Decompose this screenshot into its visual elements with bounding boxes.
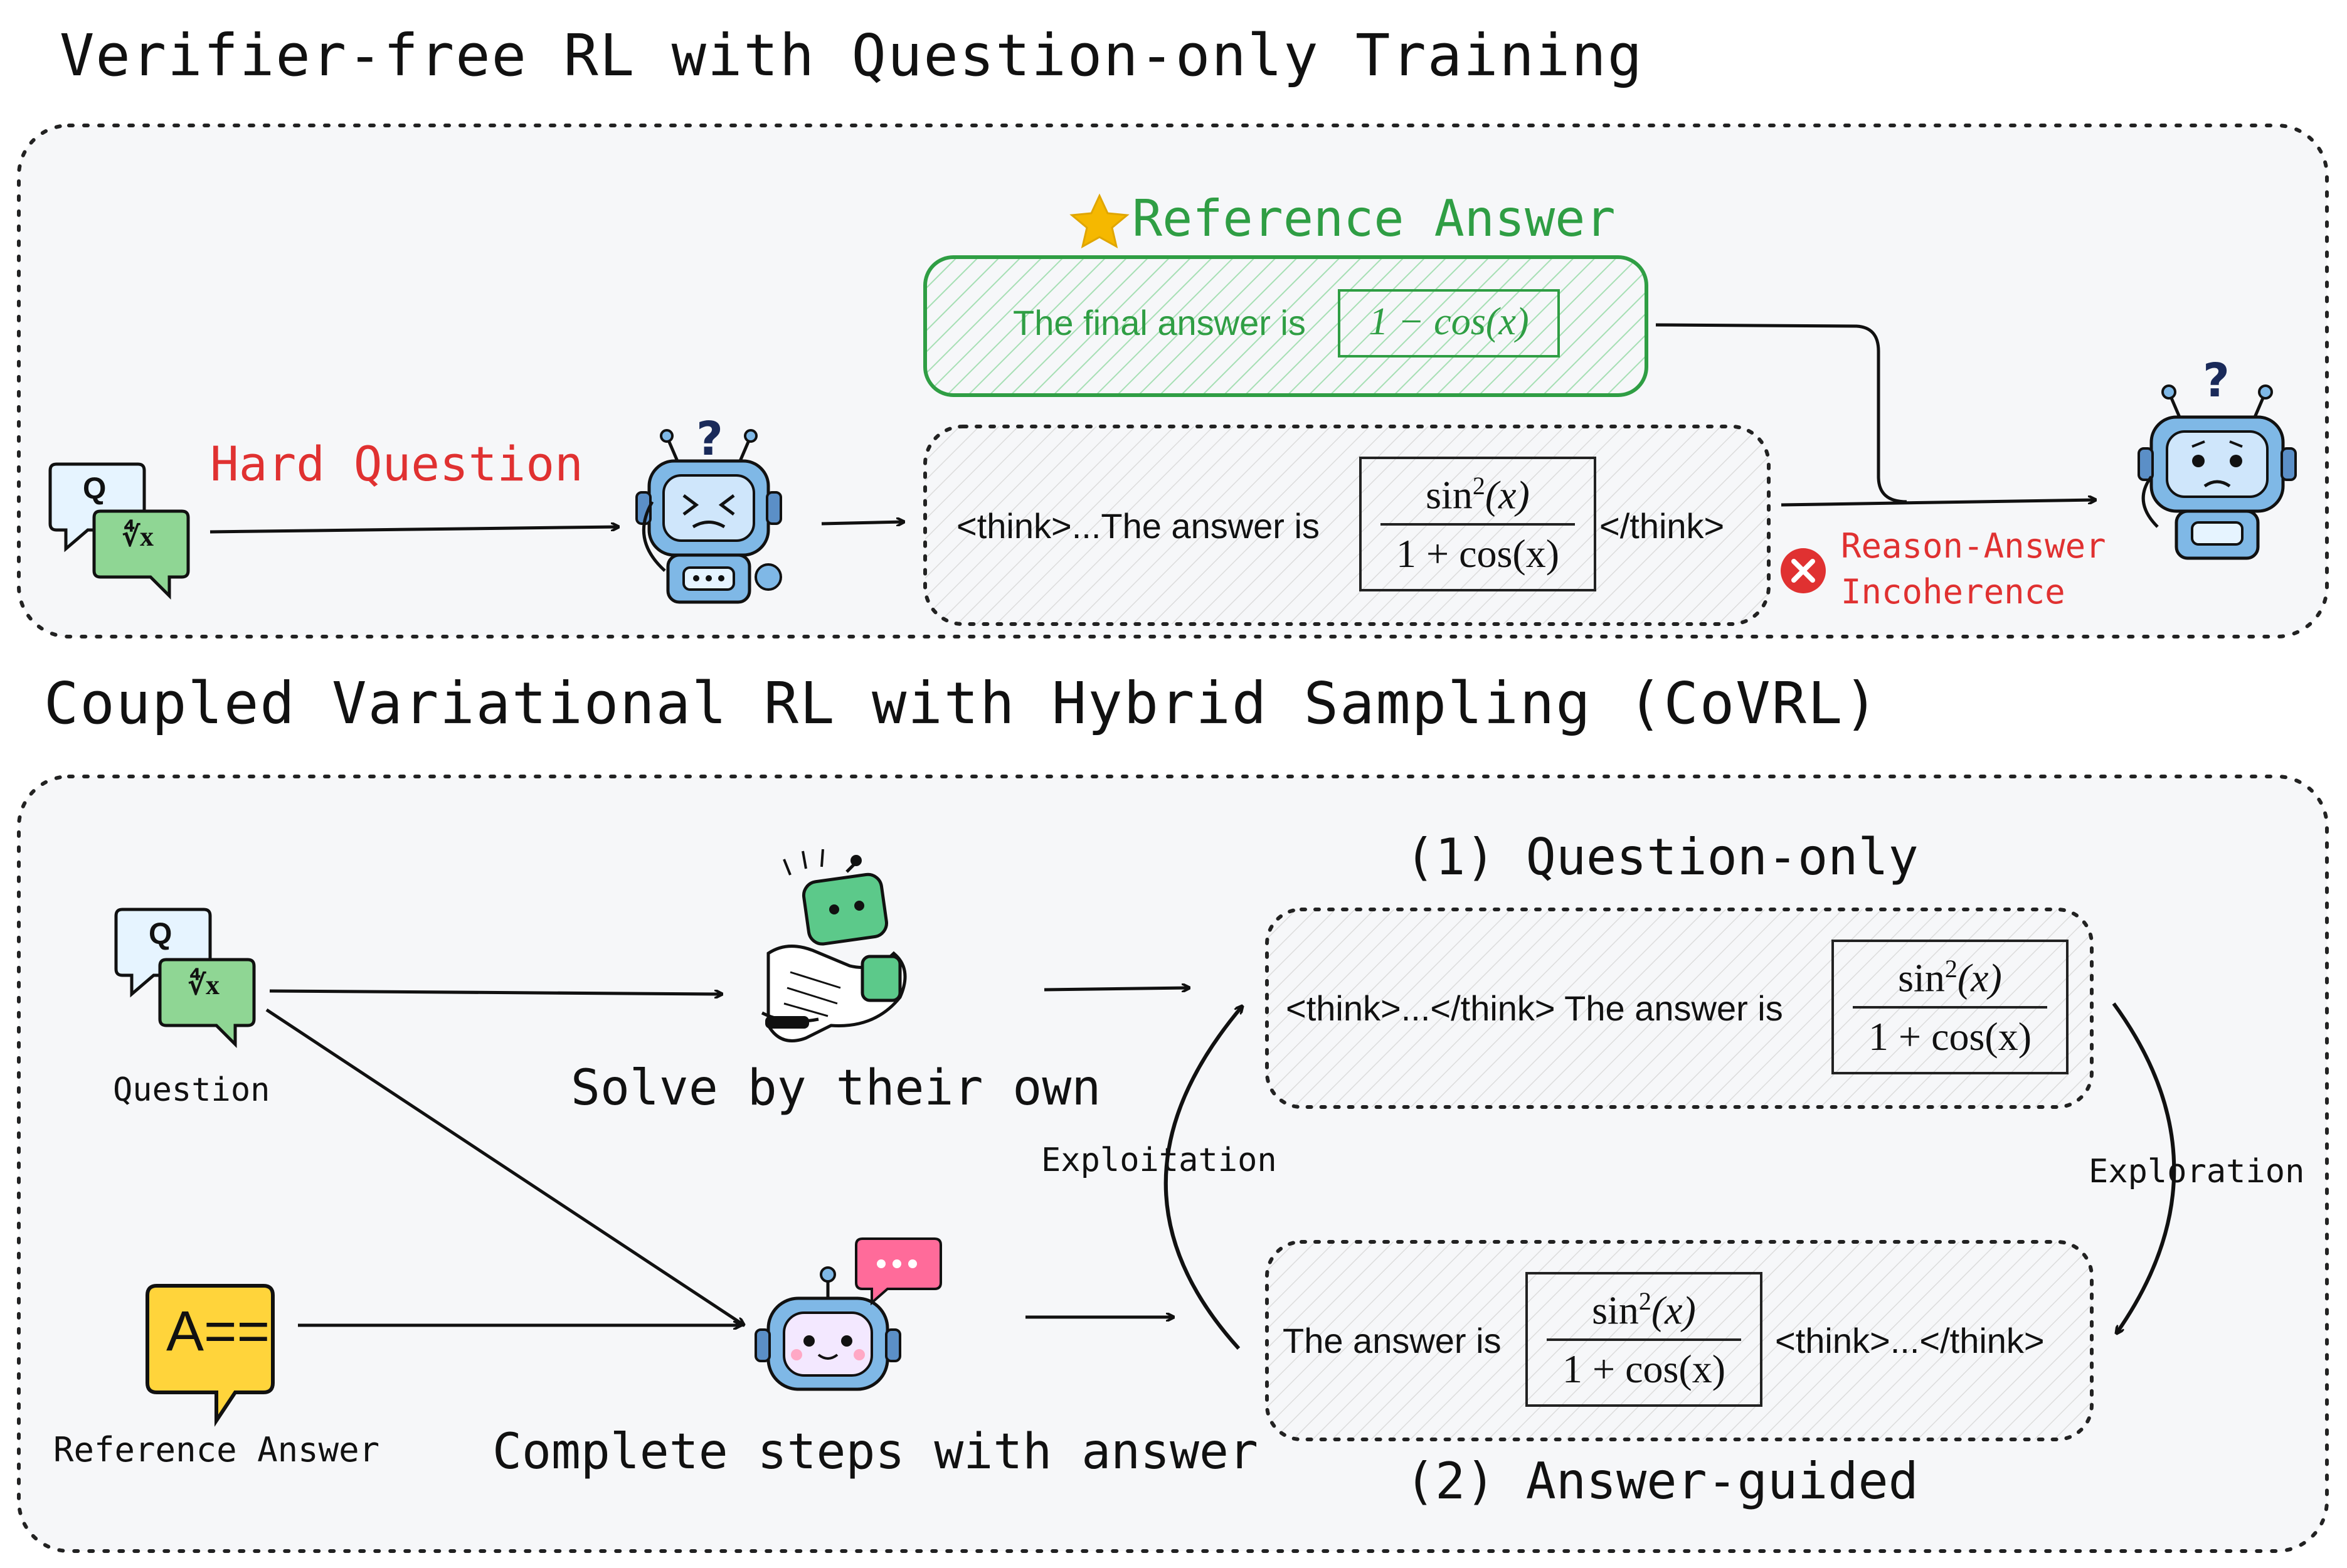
q-letter: Q — [83, 472, 107, 506]
top-formula-num: sin — [1426, 472, 1473, 517]
worried-robot-question-mark: ? — [2203, 354, 2230, 408]
reference-note-icon — [146, 1284, 275, 1427]
top-think-prefix: <think>...The answer is — [956, 506, 1320, 546]
mode1-formula-den: 1 + cos(x) — [1868, 1014, 2032, 1059]
mode2-formula-pow: 2 — [1638, 1286, 1651, 1315]
exploitation-arc — [1163, 1007, 1242, 1350]
mode2-formula-arg: (x) — [1651, 1288, 1696, 1333]
mode1-box — [1265, 908, 2094, 1109]
arrow-question-to-completer — [265, 1008, 743, 1325]
bottom-section-title: Coupled Variational RL with Hybrid Sampl… — [44, 670, 1880, 737]
top-formula-pow: 2 — [1472, 471, 1485, 500]
q-letter-bottom: Q — [149, 918, 172, 951]
mode1-formula-pow: 2 — [1944, 954, 1958, 983]
arrow-question-to-robot — [209, 527, 618, 534]
mode2-prefix: The answer is — [1283, 1321, 1502, 1360]
incoherence-line2: Incoherence — [1841, 571, 2065, 612]
exploration-label: Exploration — [2089, 1153, 2305, 1190]
top-section-title: Verifier-free RL with Question-only Trai… — [60, 22, 1644, 89]
confused-robot-question-mark: ? — [696, 412, 723, 466]
reference-note-glyph: A== — [166, 1300, 270, 1363]
top-formula-den: 1 + cos(x) — [1396, 531, 1560, 576]
reference-answer-formula: 1 − cos(x) — [1369, 300, 1529, 343]
mode2-formula-num: sin — [1592, 1288, 1639, 1333]
mode2-formula-den: 1 + cos(x) — [1562, 1346, 1726, 1391]
math-glyph-bottom: ∜x — [188, 970, 220, 1000]
incoherence-label: Reason-Answer Incoherence — [1841, 524, 2106, 615]
mode1-prefix: <think>...</think> The answer is — [1286, 988, 1783, 1028]
reference-answer-text: The final answer is — [1013, 303, 1306, 342]
incoherence-line1: Reason-Answer — [1841, 526, 2106, 566]
reference-formula-frame — [1338, 289, 1560, 358]
math-glyph: ∜x — [122, 521, 154, 552]
top-formula: sin2(x) 1 + cos(x) — [1359, 457, 1596, 591]
star-icon — [1069, 193, 1130, 248]
question-bubbles-icon-bottom — [114, 908, 256, 1049]
arrow-think-to-robot — [1781, 500, 2095, 507]
top-think-box — [923, 425, 1771, 626]
exploitation-label: Exploitation — [1041, 1142, 1277, 1179]
top-formula-arg: (x) — [1485, 472, 1530, 517]
answer-robot-icon — [755, 1237, 942, 1391]
mode1-formula: sin2(x) 1 + cos(x) — [1831, 940, 2069, 1074]
arrow-solver-to-mode1 — [1044, 988, 1189, 990]
mode1-formula-arg: (x) — [1957, 955, 2002, 1000]
mode2-formula: sin2(x) 1 + cos(x) — [1525, 1272, 1762, 1407]
reference-label: Reference Answer — [53, 1430, 380, 1470]
confused-robot-icon — [635, 429, 782, 604]
error-icon — [1781, 548, 1826, 593]
mode1-title: (1) Question-only — [1405, 828, 1919, 886]
solve-label: Solve by their own — [571, 1060, 1101, 1116]
hard-question-label: Hard Question — [210, 436, 583, 492]
mode1-formula-num: sin — [1898, 955, 1945, 1000]
arrow-robot-to-think — [821, 522, 903, 524]
mode2-title: (2) Answer-guided — [1405, 1452, 1919, 1510]
exploration-arc — [2112, 1002, 2176, 1333]
arrow-question-to-solver — [269, 989, 721, 994]
reference-answer-title: Reference Answer — [1132, 189, 1616, 248]
mode2-suffix: <think>...</think> — [1775, 1321, 2045, 1360]
question-label: Question — [113, 1071, 270, 1109]
complete-label: Complete steps with answer — [492, 1424, 1258, 1480]
worried-robot-icon — [2138, 384, 2297, 560]
solving-robot-icon — [761, 849, 907, 1042]
question-bubbles-icon-top — [48, 462, 190, 600]
top-think-suffix: </think> — [1599, 506, 1725, 546]
arrow-reference-to-robot — [1655, 323, 1907, 504]
